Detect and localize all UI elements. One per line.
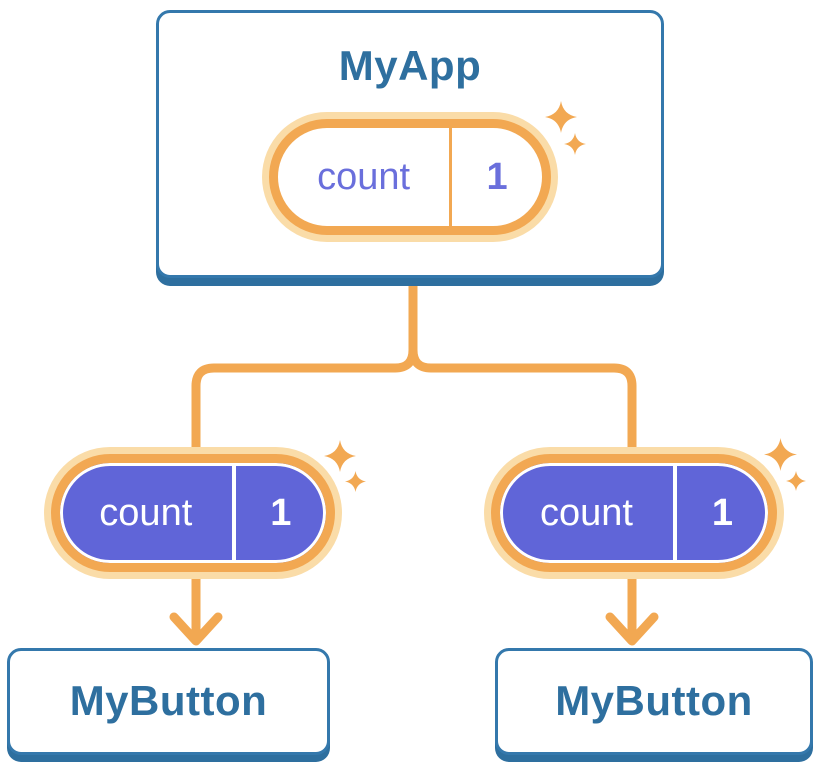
sparkle-small-icon (786, 471, 806, 491)
prop-pill-value: 1 (711, 491, 734, 534)
prop-pill-value: 1 (270, 491, 292, 534)
component-title: MyButton (69, 677, 268, 725)
component-title: MyApp (338, 42, 482, 89)
sparkle-large-icon (324, 440, 356, 472)
component-card-mybutton-right: MyButton (495, 648, 813, 755)
sparkle-small-icon (564, 133, 586, 155)
prop-pill-body: count 1 (491, 454, 777, 572)
arrow-down-left-icon (169, 612, 223, 646)
state-pill-value: 1 (486, 155, 508, 198)
prop-pill-key: count (99, 491, 193, 534)
state-pill-body: count 1 (269, 119, 551, 235)
pill-divider (231, 463, 236, 563)
component-title: MyButton (555, 677, 753, 725)
prop-pill-key: count (539, 491, 633, 534)
arrow-down-right-icon (605, 612, 659, 646)
state-pill-key: count (317, 155, 411, 198)
prop-pill-count-left: count 1 (44, 447, 342, 579)
pill-divider (672, 463, 677, 563)
sparkle-large-icon (545, 101, 577, 133)
sparkle-small-icon (345, 471, 366, 492)
state-pill-count: count 1 (262, 112, 558, 242)
prop-pill-body: count 1 (51, 454, 335, 572)
pill-divider (449, 128, 453, 226)
connector-branch-right (408, 278, 637, 637)
prop-pill-count-right: count 1 (484, 447, 784, 579)
component-card-mybutton-left: MyButton (7, 648, 330, 755)
sparkle-large-icon (764, 438, 797, 471)
